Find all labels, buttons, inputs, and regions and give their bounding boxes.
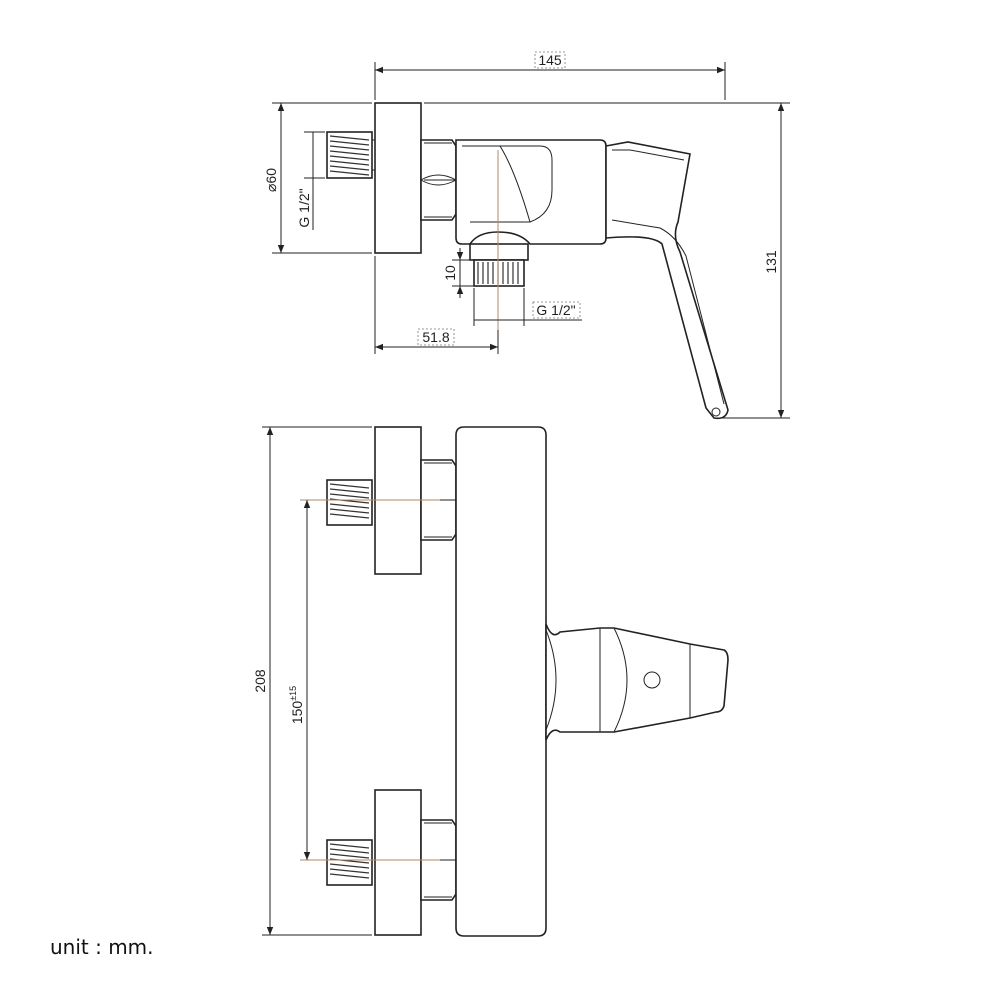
dim-outlet-thread: G 1/2" <box>473 288 582 326</box>
label-outlet-thread: G 1/2" <box>536 302 575 318</box>
dim-outlet-position: 51.8 <box>374 256 499 354</box>
dim-outlet-offset: 10 <box>442 248 474 298</box>
diameter-symbol: ⌀ <box>263 184 279 192</box>
label-overall-length: 145 <box>538 52 562 68</box>
label-outlet-offset: 10 <box>442 265 458 281</box>
front-inlet-thread-upper <box>326 479 373 526</box>
label-overall-height: 131 <box>763 250 779 274</box>
front-valve-body <box>455 426 547 937</box>
side-inlet-thread <box>326 131 377 179</box>
svg-text:⌀60: ⌀60 <box>263 168 279 192</box>
dim-overall-height: 131 <box>424 102 790 419</box>
dim-overall-width: 208 <box>252 426 372 936</box>
dim-inlet-spacing: 150±15 <box>288 500 311 860</box>
dim-inlet-thread: G 1/2" <box>296 131 325 230</box>
label-inlet-spacing: 150 <box>289 701 305 725</box>
front-view: 208 150±15 <box>252 426 729 937</box>
side-view: 145 131 ⌀60 G 1/2" <box>263 51 790 420</box>
front-flange-lower <box>374 789 422 936</box>
dim-flange-diameter: ⌀60 <box>263 102 372 254</box>
front-inlet-thread-lower <box>326 839 373 886</box>
unit-label: unit : mm. <box>50 935 154 959</box>
label-outlet-position: 51.8 <box>422 329 449 345</box>
label-overall-width: 208 <box>252 669 268 693</box>
label-inlet-spacing-tolerance: ±15 <box>288 686 298 701</box>
svg-text:150±15: 150±15 <box>288 686 305 724</box>
dim-overall-length: 145 <box>374 51 726 100</box>
side-outlet-thread <box>469 243 529 287</box>
front-lever-handle <box>545 623 729 741</box>
side-lever-handle <box>605 141 729 420</box>
label-flange-diameter: 60 <box>263 168 279 184</box>
side-valve-body <box>455 139 607 245</box>
side-flange <box>374 102 422 254</box>
label-inlet-thread: G 1/2" <box>296 188 312 227</box>
side-hex-nut <box>420 139 457 221</box>
